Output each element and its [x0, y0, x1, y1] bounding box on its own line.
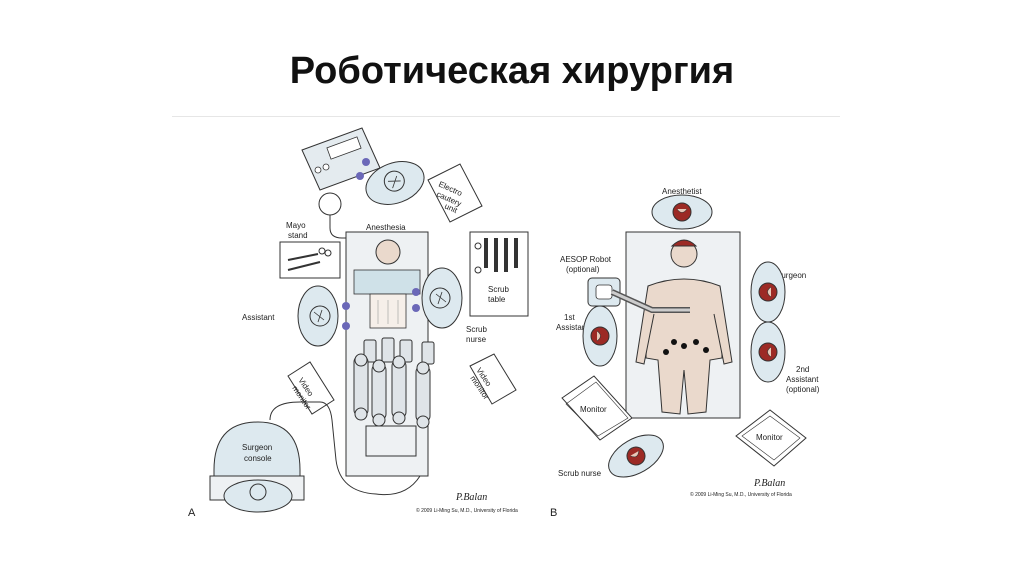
second-assistant-label-1: 2nd — [796, 365, 809, 374]
monitor-left-label: Monitor — [580, 405, 607, 414]
video-monitor-left: Video monitor — [287, 361, 335, 415]
panel-a-signature: P.Balan — [455, 492, 487, 503]
monitor-right: Monitor — [735, 409, 807, 467]
glove-icon — [412, 288, 420, 296]
monitor-right-label: Monitor — [756, 433, 783, 442]
panel-b-copyright: © 2009 Li-Ming Su, M.D., University of F… — [690, 491, 792, 498]
surgeon-label: Surgeon — [776, 271, 806, 280]
glove-icon — [356, 172, 364, 180]
scrub-nurse-figure-b — [601, 425, 671, 487]
glove-icon — [342, 302, 350, 310]
scrub-nurse-label-2: nurse — [466, 335, 487, 344]
patient-side-cart — [353, 337, 435, 457]
anesthesia-label: Anesthesia — [366, 223, 406, 232]
console-cable — [269, 401, 421, 496]
anesthetist-figure — [651, 194, 713, 230]
glove-icon — [342, 322, 350, 330]
anesthetist-label: Anesthetist — [662, 187, 702, 196]
panel-a-letter: A — [188, 507, 196, 519]
glove-icon — [362, 158, 370, 166]
aesop-robot-label-2: (optional) — [566, 265, 600, 274]
scrub-nurse-figure — [421, 267, 463, 329]
operating-room-figure: Electro cautery unit Anesthesia Mayo sta… — [170, 120, 840, 530]
first-assistant-figure — [582, 305, 618, 367]
patient-figure — [369, 239, 407, 329]
mayo-stand-label-1: Mayo — [286, 221, 306, 230]
video-monitor-right: Video monitor — [468, 353, 517, 405]
aesop-robot-label-1: AESOP Robot — [560, 255, 612, 264]
second-assistant-label-2: Assistant — [786, 375, 819, 384]
mayo-stand-label-2: stand — [288, 231, 308, 240]
surgeon-console — [209, 421, 305, 513]
surgeon-console-label-1: Surgeon — [242, 443, 272, 452]
scrub-table — [469, 231, 529, 317]
panel-a: Electro cautery unit Anesthesia Mayo sta… — [188, 127, 529, 519]
foot-pedal — [318, 192, 342, 216]
scrub-table-label-2: table — [488, 295, 506, 304]
slide-title: Роботическая хирургия — [289, 50, 735, 92]
electrocautery-label-box: Electro cautery unit — [427, 163, 483, 223]
second-assistant-label-3: (optional) — [786, 385, 820, 394]
glove-icon — [412, 304, 420, 312]
scrub-table-label-1: Scrub — [488, 285, 509, 294]
trocar-ports — [663, 339, 709, 355]
first-assistant-label-2: Assistant — [556, 323, 589, 332]
first-assistant-label-1: 1st — [564, 313, 575, 322]
surgical-drape — [353, 269, 421, 295]
second-assistant-figure — [750, 321, 786, 383]
aesop-robot — [587, 277, 690, 313]
surgeon-figure — [750, 261, 786, 323]
scrub-nurse-label-1: Scrub — [466, 325, 487, 334]
title-divider — [172, 116, 840, 117]
panel-a-copyright: © 2009 Li-Ming Su, M.D., University of F… — [416, 507, 518, 514]
panel-b-signature: P.Balan — [753, 478, 785, 489]
operating-room-diagram: Electro cautery unit Anesthesia Mayo sta… — [188, 127, 820, 519]
monitor-left: Monitor — [561, 375, 633, 441]
panel-b: Anesthetist AESOP Robot (optional) — [550, 187, 820, 519]
scrub-nurse-b-label: Scrub nurse — [558, 469, 602, 478]
panel-b-letter: B — [550, 507, 557, 519]
assistant-label: Assistant — [242, 313, 275, 322]
mayo-stand — [279, 241, 341, 279]
surgeon-console-label-2: console — [244, 454, 272, 463]
assistant-figure — [297, 285, 339, 347]
